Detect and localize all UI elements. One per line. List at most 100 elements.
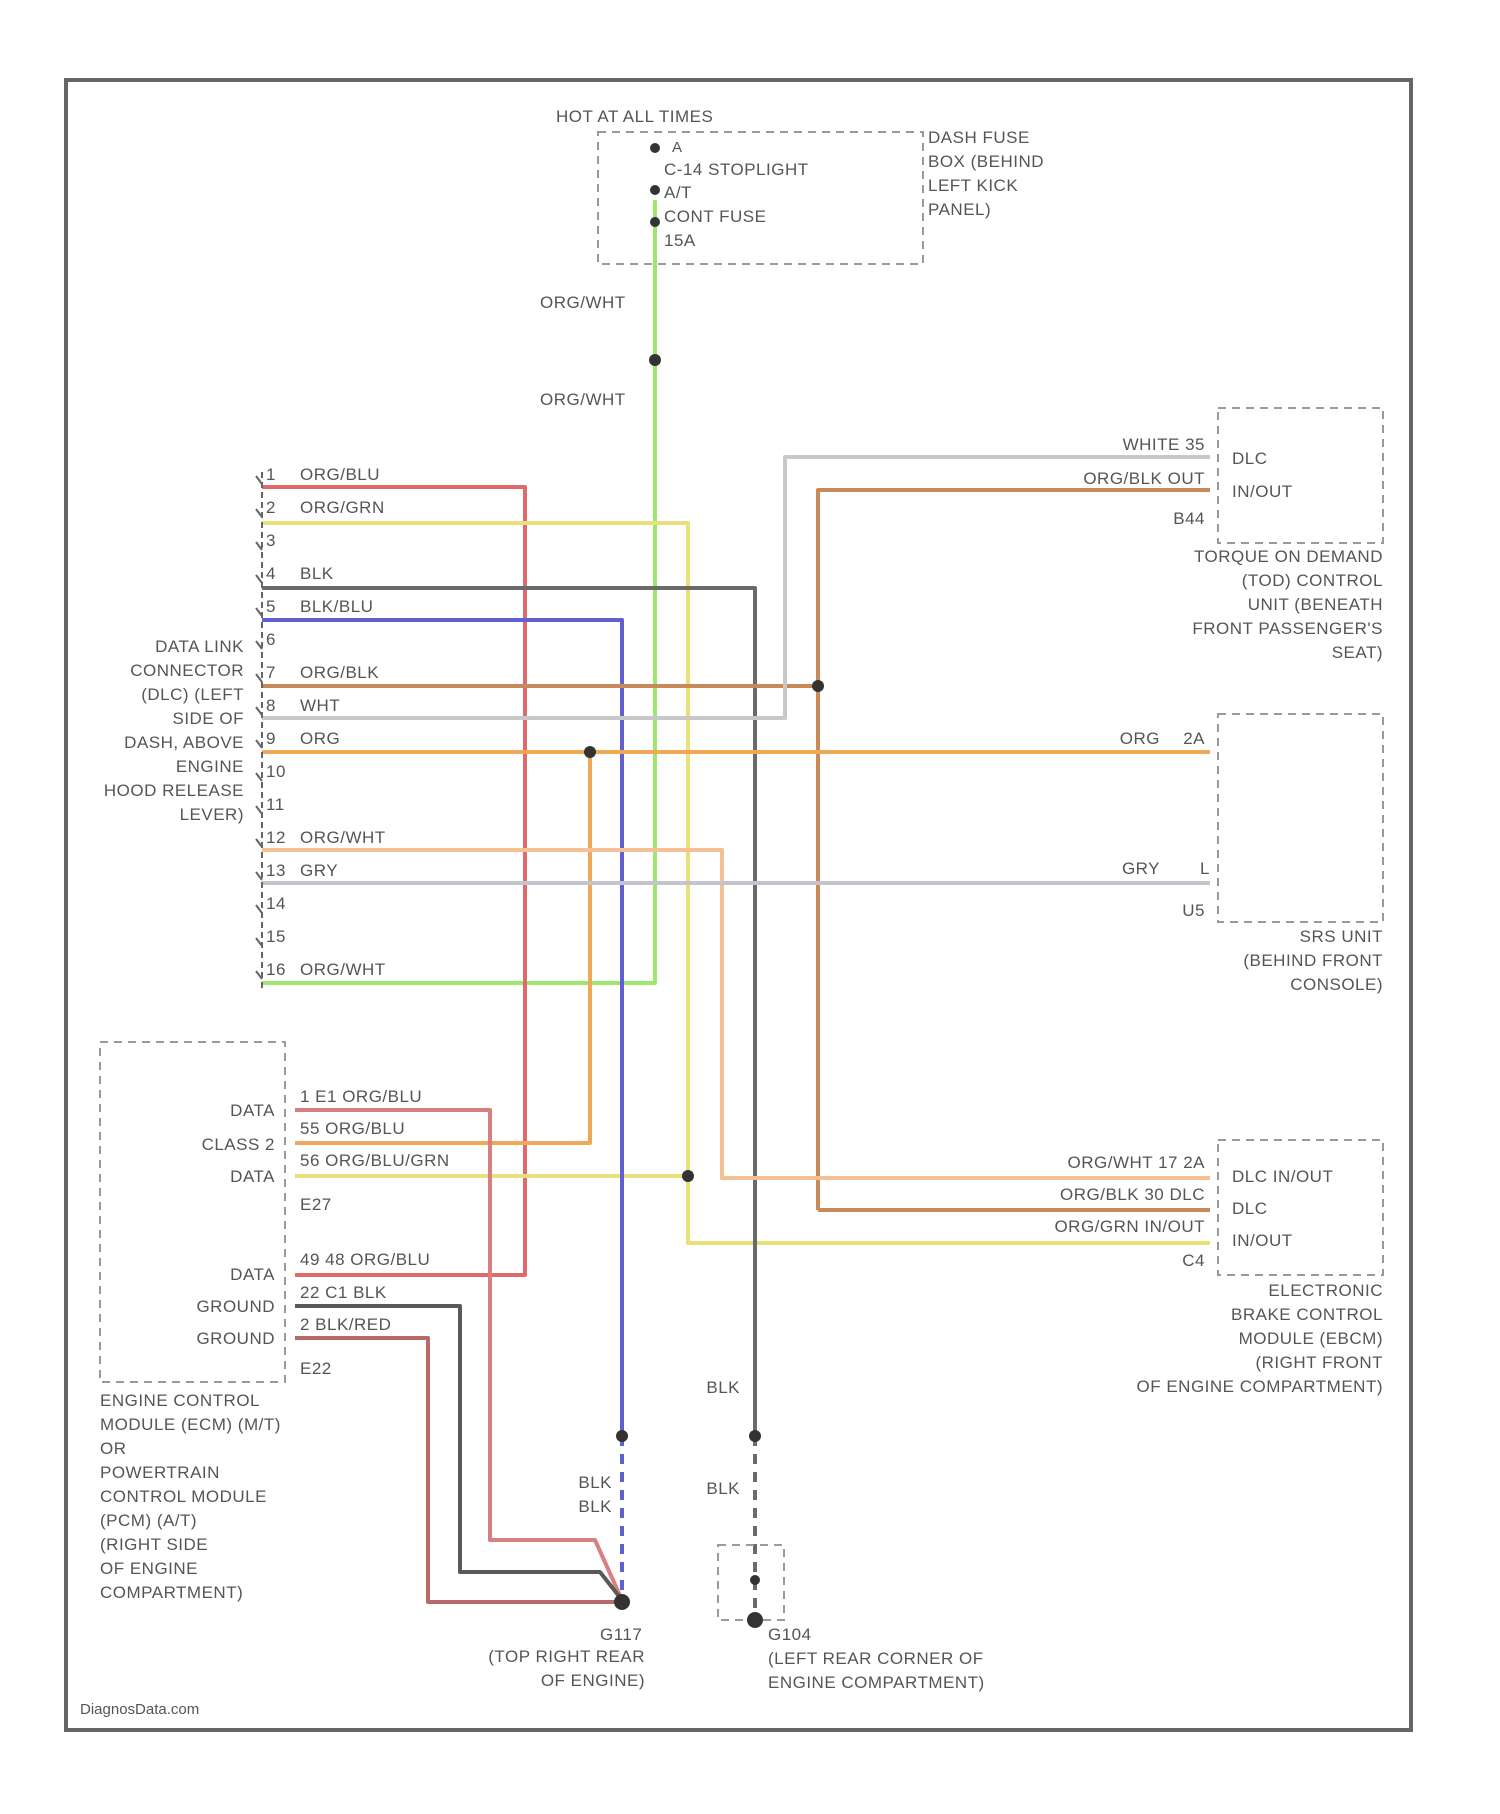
splice-dot	[750, 1575, 760, 1585]
srs-pin-label: L	[1200, 859, 1210, 878]
ecm-location: OR	[100, 1439, 127, 1458]
ecm-wire-label: 49 48 ORG/BLU	[300, 1250, 430, 1269]
ecm-location: OF ENGINE	[100, 1559, 198, 1578]
ecm-location: (RIGHT SIDE	[100, 1535, 208, 1554]
tod-location: TORQUE ON DEMAND	[1194, 547, 1383, 566]
dlc-pin-wire-label: ORG	[300, 729, 340, 748]
dlc-location: CONNECTOR	[130, 661, 244, 680]
ebcm-location: BRAKE CONTROL	[1231, 1305, 1383, 1324]
ecm-location: COMPARTMENT)	[100, 1583, 243, 1602]
ecm-wire-label: 56 ORG/BLU/GRN	[300, 1151, 450, 1170]
wire-org-ecm55	[295, 752, 590, 1143]
dlc-pin-number: 16	[266, 960, 286, 979]
ground-g117-dot	[614, 1594, 630, 1610]
wire-label-vertical: ORG/WHT	[540, 390, 626, 409]
tod-connector: B44	[1173, 509, 1205, 528]
fuse-box	[598, 132, 923, 264]
tod-location: (TOD) CONTROL	[1242, 571, 1383, 590]
ecm-connector-label: E22	[300, 1359, 332, 1378]
ebcm-pin-label: DLC IN/OUT	[1232, 1167, 1333, 1186]
ecm-wire-label: 2 BLK/RED	[300, 1315, 391, 1334]
splice-dot	[584, 746, 596, 758]
dlc-pin-number: 2	[266, 498, 276, 517]
ebcm-location: OF ENGINE COMPARTMENT)	[1137, 1377, 1384, 1396]
ebcm-pin-label: DLC	[1232, 1199, 1268, 1218]
dlc-pin-number: 11	[266, 795, 285, 814]
g104-wire-label: BLK	[706, 1479, 740, 1498]
splice-dot	[812, 680, 824, 692]
ebcm-wire-label: ORG/WHT 17 2A	[1068, 1153, 1206, 1172]
dlc-location: DASH, ABOVE	[124, 733, 244, 752]
ecm-location: MODULE (ECM) (M/T)	[100, 1415, 281, 1434]
splice-dot	[616, 1430, 628, 1442]
ebcm-wire-label: ORG/GRN IN/OUT	[1054, 1217, 1205, 1236]
fuse-line: 15A	[664, 231, 696, 250]
wire-blk-ground22	[295, 1306, 622, 1600]
ecm-side-label: GROUND	[196, 1329, 275, 1348]
dlc-location: LEVER)	[180, 805, 244, 824]
ecm-side-label: DATA	[230, 1167, 275, 1186]
dlc-pin-number: 15	[266, 927, 286, 946]
wire-org-blk-tod	[818, 490, 1210, 1210]
dlc-location: DATA LINK	[155, 637, 244, 656]
dlc-pin-number: 3	[266, 531, 276, 550]
dlc-pin-wire-label: WHT	[300, 696, 340, 715]
ebcm-location: MODULE (EBCM)	[1239, 1329, 1383, 1348]
g117-name: G117	[600, 1625, 642, 1644]
dlc-pin-number: 7	[266, 663, 276, 682]
ecm-side-label: DATA	[230, 1101, 275, 1120]
tod-location: UNIT (BENEATH	[1248, 595, 1383, 614]
g117-wire-label: BLK	[578, 1473, 612, 1492]
g117-wire-label: BLK	[578, 1497, 612, 1516]
ebcm-connector: C4	[1182, 1251, 1205, 1270]
dlc-pin-wire-label: BLK/BLU	[300, 597, 373, 616]
fuse-location: BOX (BEHIND	[928, 152, 1044, 171]
ecm-wire-label: 22 C1 BLK	[300, 1283, 387, 1302]
fuse-dot	[650, 143, 660, 153]
fuse-line: A/T	[664, 183, 692, 202]
g104-location: ENGINE COMPARTMENT)	[768, 1673, 985, 1692]
fuse-dot	[650, 217, 660, 227]
ebcm-wire-label: ORG/BLK 30 DLC	[1060, 1185, 1205, 1204]
tod-wire-label: ORG/BLK OUT	[1083, 469, 1205, 488]
ebcm-pin-label: IN/OUT	[1232, 1231, 1293, 1250]
watermark: DiagnosData.com	[80, 1701, 199, 1718]
tod-location: FRONT PASSENGER'S	[1192, 619, 1383, 638]
dlc-pin-number: 14	[266, 894, 286, 913]
g117-location: OF ENGINE)	[541, 1671, 645, 1690]
ecm-wire-label: 1 E1 ORG/BLU	[300, 1087, 422, 1106]
fuse-location: DASH FUSE	[928, 128, 1030, 147]
dlc-location: (DLC) (LEFT	[141, 685, 244, 704]
dlc-pin-wire-label: ORG/BLK	[300, 663, 379, 682]
dlc-pin-number: 4	[266, 564, 276, 583]
ecm-wire-label: 55 ORG/BLU	[300, 1119, 405, 1138]
srs-wire-label: ORG	[1120, 729, 1160, 748]
dlc-pin-number: 12	[266, 828, 286, 847]
dlc-pin-number: 10	[266, 762, 286, 781]
g117-location: (TOP RIGHT REAR	[488, 1647, 645, 1666]
ecm-connector-label: E27	[300, 1195, 332, 1214]
fuse-line: C-14 STOPLIGHT	[664, 160, 809, 179]
ebcm-location: ELECTRONIC	[1268, 1281, 1383, 1300]
dlc-location: ENGINE	[176, 757, 244, 776]
ecm-side-label: GROUND	[196, 1297, 275, 1316]
fuse-location: LEFT KICK	[928, 176, 1018, 195]
dlc-pin-wire-label: ORG/BLU	[300, 465, 380, 484]
tod-location: SEAT)	[1332, 643, 1383, 662]
ecm-location: ENGINE CONTROL	[100, 1391, 260, 1410]
ebcm-location: (RIGHT FRONT	[1255, 1353, 1383, 1372]
dlc-pin-wire-label: ORG/WHT	[300, 960, 386, 979]
srs-pin-label: 2A	[1183, 729, 1205, 748]
srs-location: (BEHIND FRONT	[1243, 951, 1383, 970]
ecm-location: (PCM) (A/T)	[100, 1511, 197, 1530]
dlc-pin-number: 9	[266, 729, 276, 748]
dlc-pin-wire-label: GRY	[300, 861, 338, 880]
g104-wire-label: BLK	[706, 1378, 740, 1397]
wire-blk-pin4	[262, 588, 755, 1436]
srs-unit-box	[1218, 714, 1383, 922]
dlc-pin-number: 8	[266, 696, 276, 715]
fuse-header: HOT AT ALL TIMES	[556, 107, 713, 126]
dlc-pin-wire-label: ORG/GRN	[300, 498, 385, 517]
